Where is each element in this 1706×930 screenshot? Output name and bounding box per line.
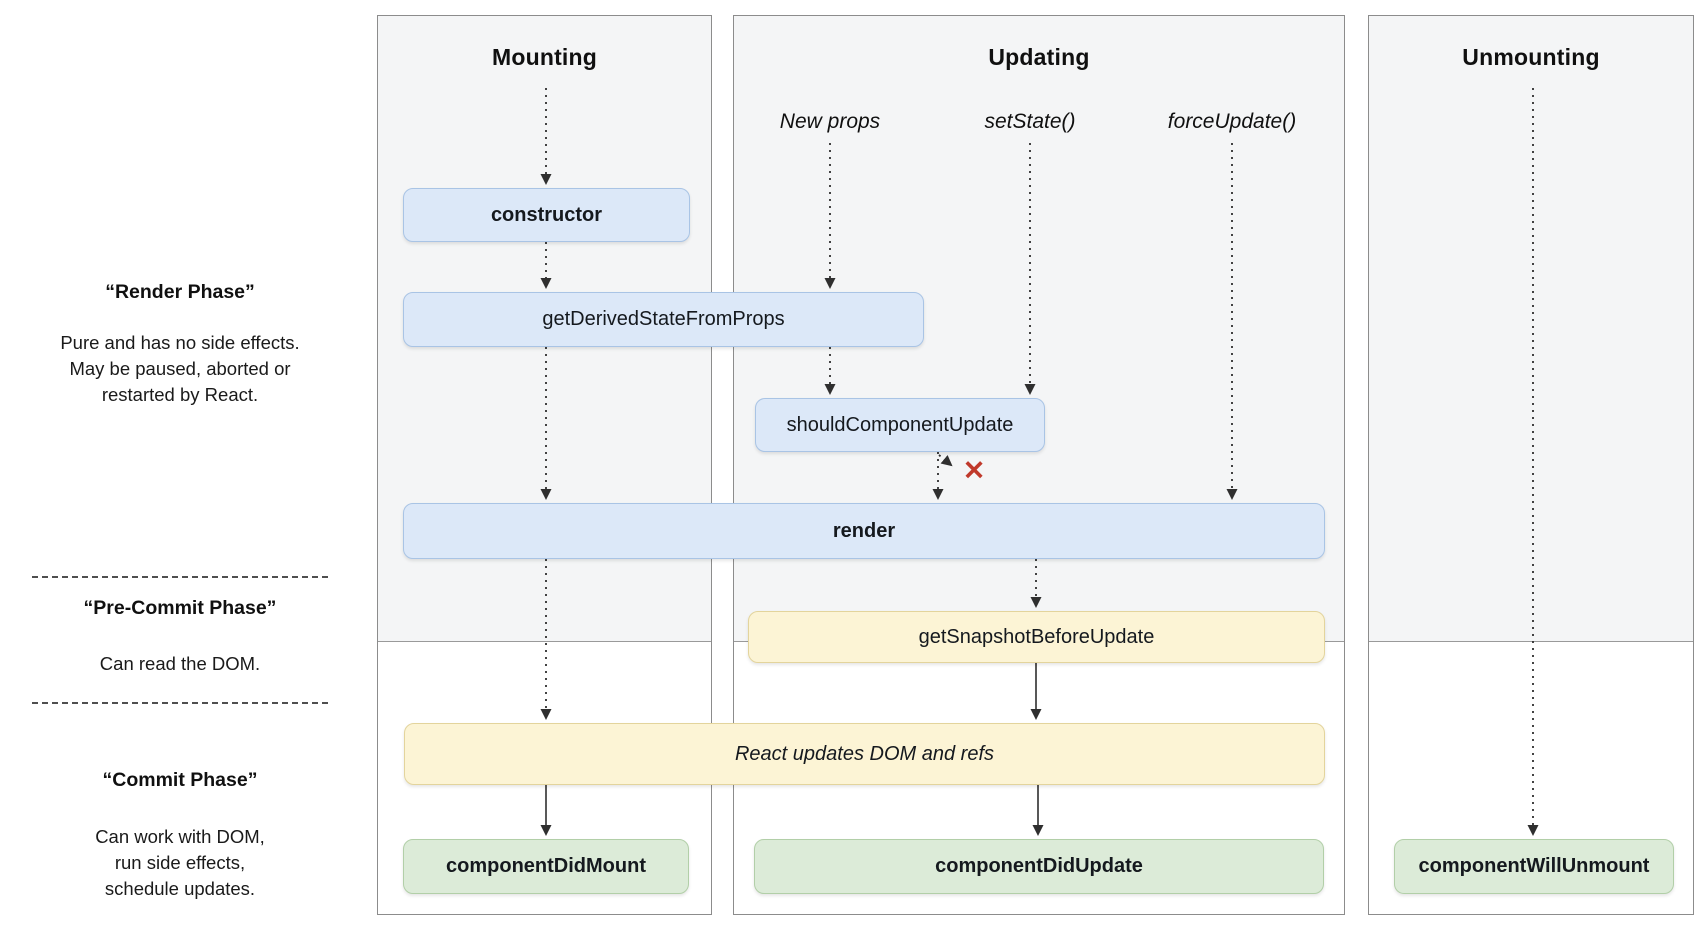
method-getderivedstatefromprops: getDerivedStateFromProps <box>403 292 924 347</box>
phase-separator <box>32 702 328 704</box>
method-shouldcomponentupdate: shouldComponentUpdate <box>755 398 1045 452</box>
trigger-new-props: New props <box>779 110 881 133</box>
method-constructor: constructor <box>403 188 690 242</box>
method-componentwillunmount: componentWillUnmount <box>1394 839 1674 894</box>
phase-description-commit: Can work with DOM, run side effects, sch… <box>95 826 265 899</box>
column-header-updating: Updating <box>988 44 1090 70</box>
phase-description-render: Pure and has no side effects. May be pau… <box>60 332 300 405</box>
render-phase-background <box>1369 16 1693 642</box>
phase-title-precommit: “Pre-Commit Phase” <box>83 597 277 619</box>
column-header-mounting: Mounting <box>491 44 598 70</box>
column-header-unmounting: Unmounting <box>1462 44 1600 70</box>
method-getsnapshotbeforeupdate: getSnapshotBeforeUpdate <box>748 611 1325 663</box>
method-componentdidupdate: componentDidUpdate <box>754 839 1324 894</box>
phase-separator <box>32 576 328 578</box>
phase-title-render: “Render Phase” <box>105 281 255 303</box>
trigger-forceupdate: forceUpdate() <box>1167 110 1297 133</box>
step-react-updates-dom: React updates DOM and refs <box>404 723 1325 785</box>
method-componentdidmount: componentDidMount <box>403 839 689 894</box>
column-unmounting: Unmounting <box>1368 15 1694 915</box>
phase-description-precommit: Can read the DOM. <box>99 653 261 674</box>
skip-update-x-icon: ✕ <box>962 455 986 486</box>
method-render: render <box>403 503 1325 559</box>
phase-title-commit: “Commit Phase” <box>102 769 258 791</box>
trigger-setstate: setState() <box>984 110 1076 133</box>
